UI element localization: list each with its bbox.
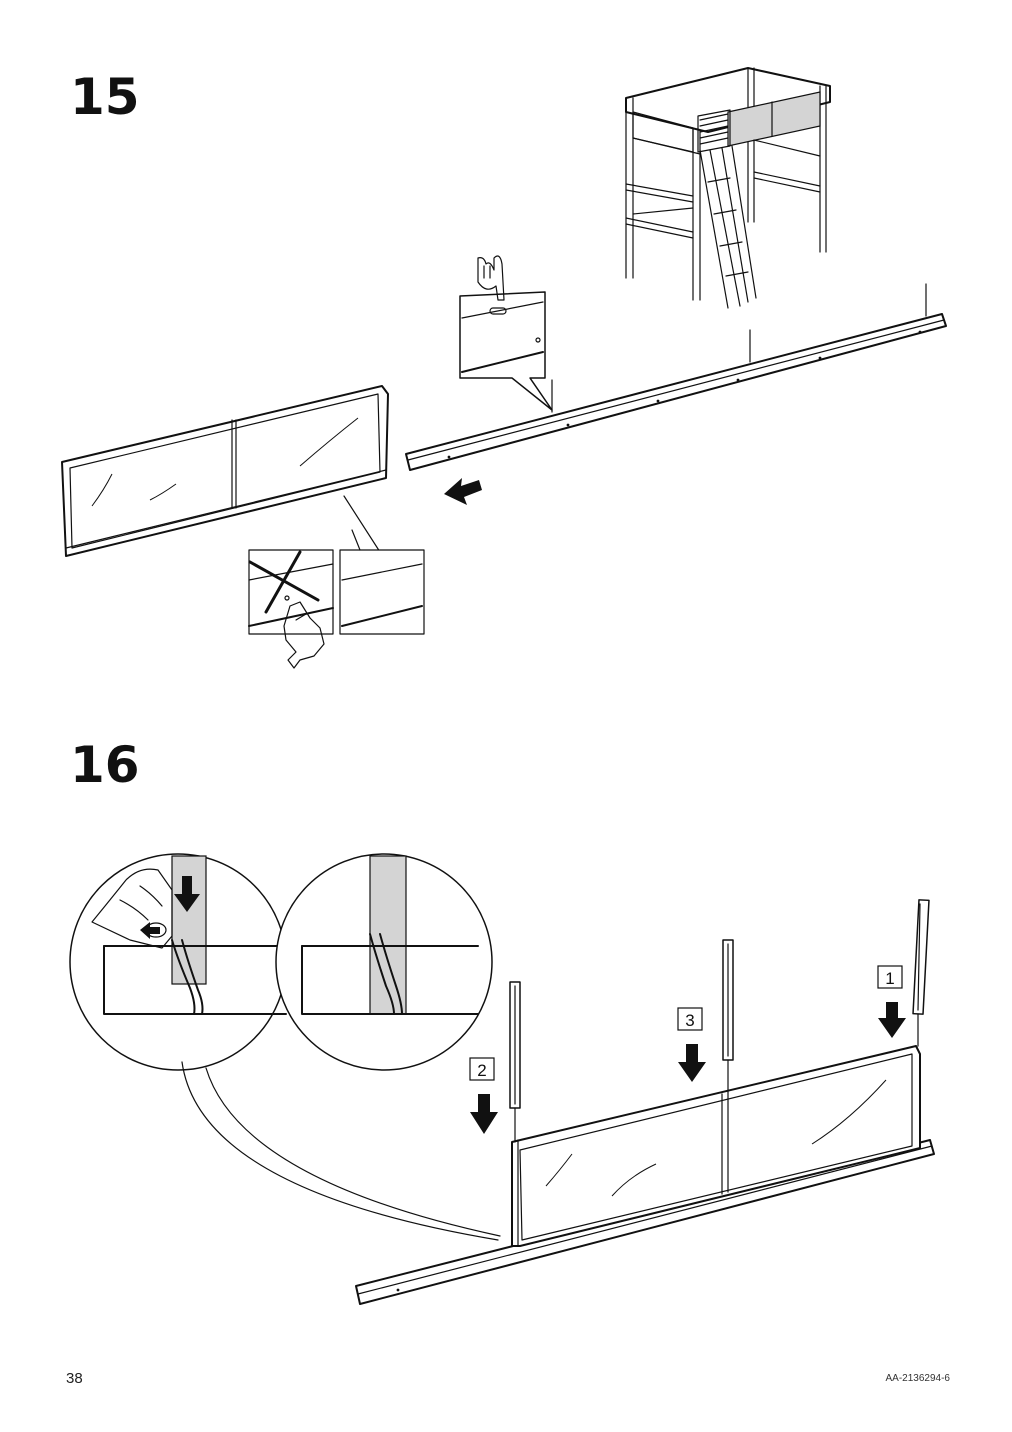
pull-left-arrow — [140, 922, 160, 939]
fingers-pressing-icon — [91, 868, 173, 949]
order-badge-1-label: 1 — [885, 969, 894, 988]
down-arrow-3 — [678, 1044, 706, 1082]
callout-tail — [181, 1061, 501, 1241]
order-badge-3-label: 3 — [685, 1011, 694, 1030]
document-code: AA-2136294-6 — [885, 1373, 951, 1384]
order-badge-2: 2 — [469, 1057, 495, 1081]
strip-1 — [912, 899, 930, 1015]
long-rail — [405, 283, 947, 471]
strip-2 — [509, 981, 521, 1109]
press-down-arrow — [174, 876, 200, 912]
guard-panel — [511, 1045, 921, 1247]
order-badge-1: 1 — [877, 965, 903, 989]
detail-circle-insert — [69, 853, 287, 1071]
order-badge-3: 3 — [677, 1007, 703, 1031]
strip-3 — [722, 939, 734, 1061]
detail-correct — [339, 529, 425, 635]
pointing-hand-icon — [477, 255, 505, 301]
down-arrow-2 — [470, 1094, 498, 1134]
order-badge-2-label: 2 — [477, 1061, 486, 1080]
step-number-15: 15 — [70, 68, 140, 126]
guard-panel-long — [61, 385, 389, 557]
detail-circle-seated — [275, 853, 493, 1071]
step-number-16: 16 — [70, 736, 140, 794]
detail-callout-correct-side — [459, 255, 553, 411]
finger-icon — [283, 601, 325, 669]
slide-left-arrow — [444, 478, 482, 505]
detail-incorrect — [248, 549, 334, 669]
page-number: 38 — [66, 1370, 83, 1387]
loft-bed-overview — [625, 67, 831, 309]
down-arrow-1 — [878, 1002, 906, 1038]
